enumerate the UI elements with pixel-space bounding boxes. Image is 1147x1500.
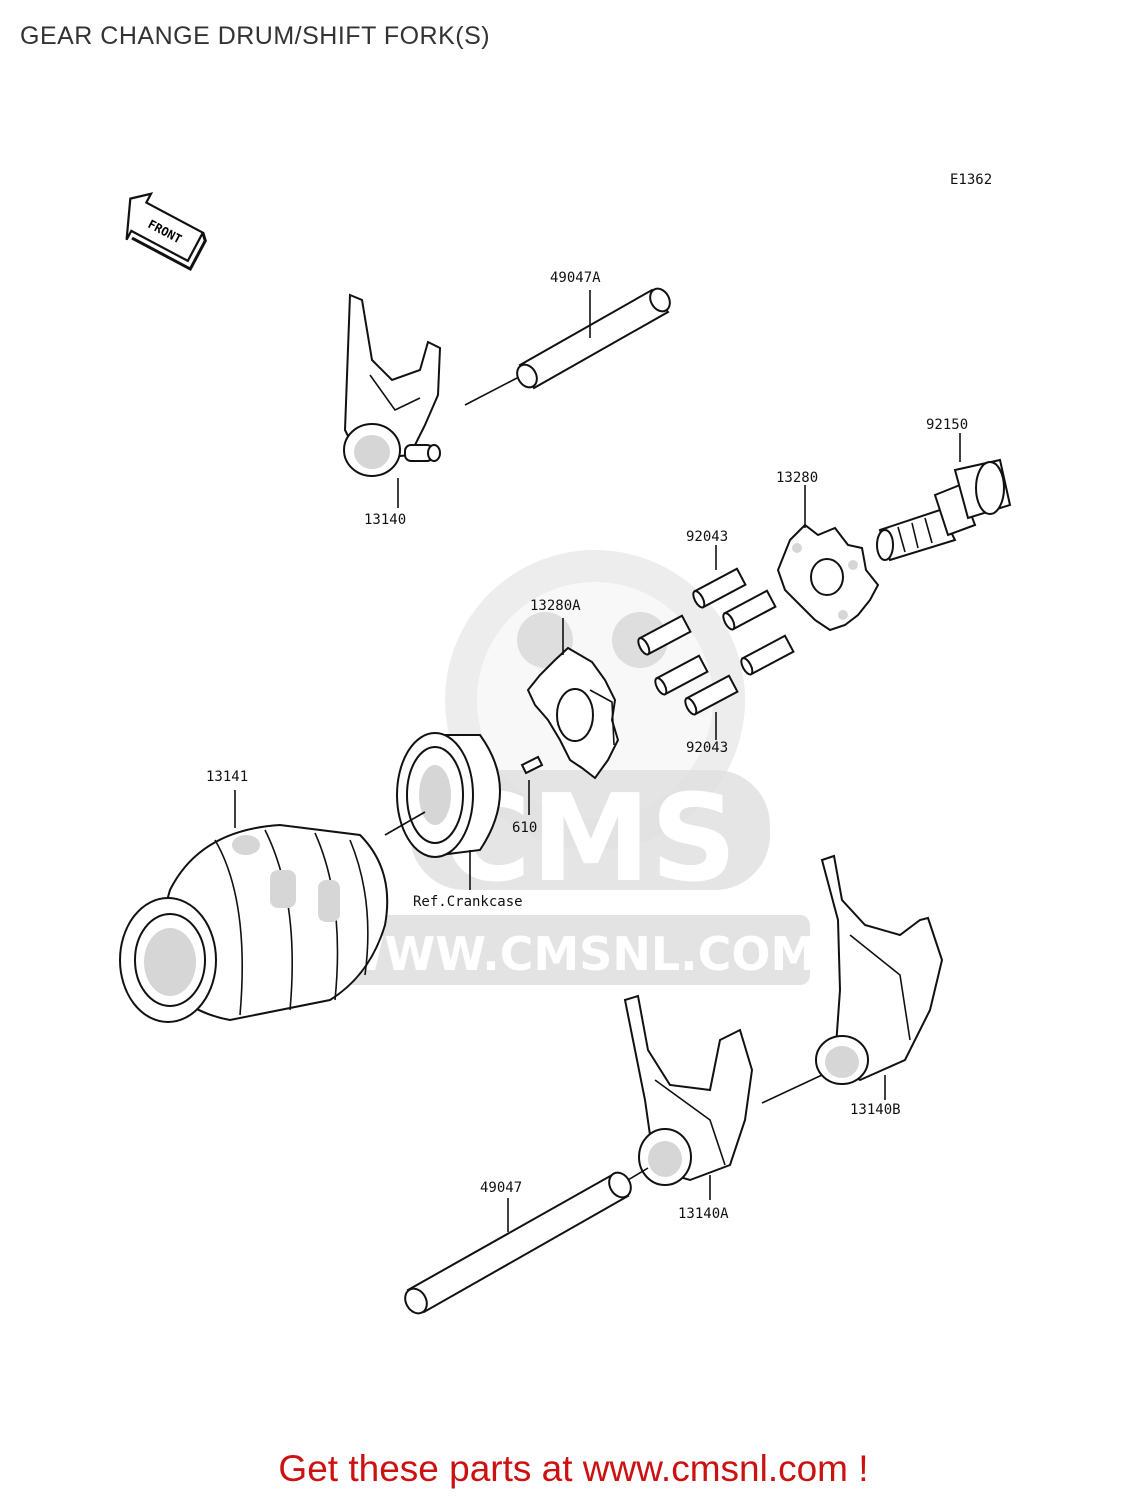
pin-610	[520, 755, 544, 815]
watermark-url: WWW.CMSNL.COM	[334, 927, 817, 981]
callout-610: 610	[512, 820, 537, 836]
shift-fork-13140	[343, 293, 442, 508]
callout-13141: 13141	[206, 769, 248, 785]
footer-cta-link[interactable]: Get these parts at www.cmsnl.com !	[278, 1448, 869, 1489]
callout-13280A: 13280A	[530, 598, 581, 614]
bolt-92150	[876, 433, 1012, 562]
plate-13280	[776, 485, 880, 632]
shaft-49047	[404, 1167, 649, 1315]
shift-fork-13140A	[623, 994, 754, 1200]
bearing-ref-crankcase	[396, 732, 501, 890]
page-title: GEAR CHANGE DRUM/SHIFT FORK(S)	[20, 22, 491, 50]
shift-fork-13140B	[761, 854, 944, 1104]
callout-ref-crankcase: Ref.Crankcase	[413, 894, 523, 910]
callout-13280: 13280	[776, 470, 818, 486]
callout-49047A: 49047A	[550, 270, 601, 286]
callout-92043-bottom: 92043	[686, 740, 728, 756]
callout-92043-top: 92043	[686, 529, 728, 545]
callout-13140A: 13140A	[678, 1206, 729, 1222]
callout-13140B: 13140B	[850, 1102, 901, 1118]
callout-49047: 49047	[480, 1180, 522, 1196]
shaft-49047A	[464, 287, 671, 406]
pins-92043	[637, 545, 795, 740]
shift-drum-13141	[119, 790, 426, 1023]
diagram-code: E1362	[950, 172, 992, 188]
front-arrow-icon: FRONT	[125, 192, 207, 272]
callout-13140: 13140	[364, 512, 406, 528]
callout-92150: 92150	[926, 417, 968, 433]
plate-13280A	[526, 618, 620, 780]
